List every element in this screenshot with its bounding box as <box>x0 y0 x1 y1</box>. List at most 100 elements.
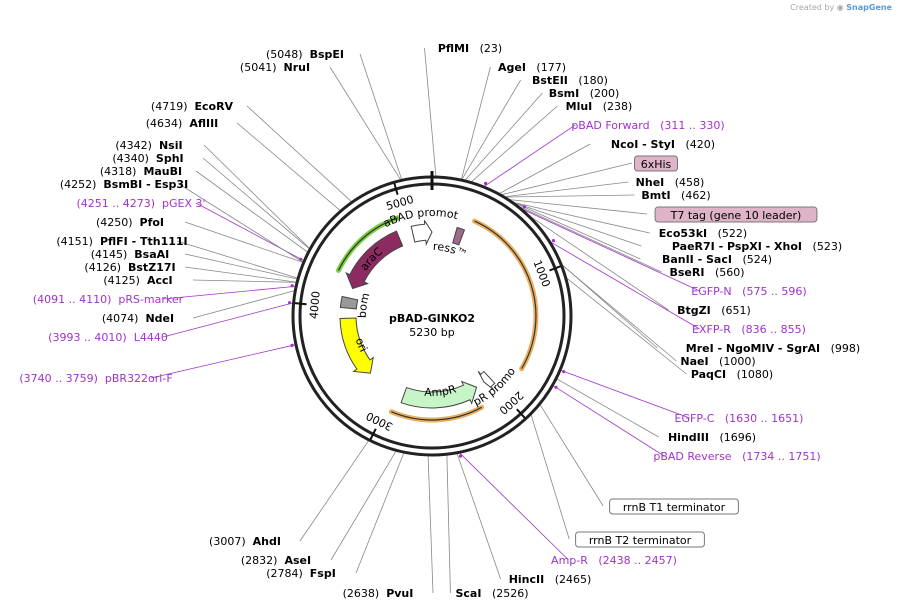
site-nsii: (4342) NsiI <box>115 139 182 152</box>
site-label-text: PflMI (23) <box>438 42 502 55</box>
enzyme-name: PflFI - Tth111I <box>100 235 188 248</box>
leader-paqci <box>566 277 687 375</box>
site-egfp-c: EGFP-C (1630 .. 1651) <box>675 412 804 425</box>
site-amp-r: Amp-R (2438 .. 2457) <box>551 554 677 567</box>
label-gap <box>709 431 720 444</box>
label-gap <box>731 323 742 336</box>
leader-sphi <box>202 157 310 250</box>
enzyme-position: (5048) <box>266 48 303 61</box>
snapgene-logo-icon: ◉ <box>836 3 844 12</box>
site-scai: ScaI (2526) <box>455 587 528 600</box>
label-gap <box>568 74 579 87</box>
leader-bsaai <box>184 253 298 280</box>
primer-name: pGEX 3' <box>162 197 206 210</box>
site-acci: (4125) AccI <box>103 274 172 287</box>
primer-range: (4091 .. 4110) <box>33 293 112 306</box>
leader-egfp-n <box>522 208 700 292</box>
site-bsmi: BsmI (200) <box>549 87 620 100</box>
label-gap <box>155 197 162 210</box>
leader-asei <box>330 451 397 561</box>
feature-bom <box>339 295 359 310</box>
site-leader-lines <box>150 47 700 594</box>
feature-box-label: T7 tag (gene 10 leader) <box>670 209 802 222</box>
site-label-text: (3007) AhdI <box>209 535 281 548</box>
enzyme-position: (4342) <box>115 139 152 152</box>
enzyme-position: (4318) <box>100 165 137 178</box>
orf-arc-core <box>391 406 482 421</box>
label-gap <box>650 119 661 132</box>
feature-label-ori: ori <box>353 336 370 354</box>
label-gap <box>709 355 720 368</box>
primer-range: (1630 .. 1651) <box>725 412 804 425</box>
primer-marker <box>551 239 556 243</box>
primer-name: pBR322ori-F <box>105 372 173 385</box>
site-label-text: (5048) BspEI <box>266 48 344 61</box>
label-gap <box>136 165 143 178</box>
label-gap <box>121 261 128 274</box>
label-gap <box>379 587 386 600</box>
site-label-text: BtgZI (651) <box>677 304 751 317</box>
leader-egfp-c <box>560 370 690 419</box>
enzyme-name: ScaI <box>455 587 481 600</box>
enzyme-position: (1000) <box>719 355 756 368</box>
site-pbad-forward: pBAD Forward (311 .. 330) <box>571 119 724 132</box>
leader-pbr322ori-f <box>150 344 296 379</box>
leader-amp-r <box>459 452 569 561</box>
tick-4000 <box>294 302 307 306</box>
site-bstz17i: (4126) BstZ17I <box>84 261 175 274</box>
leader-banii-saci <box>514 202 641 260</box>
enzyme-name: MauBI <box>143 165 182 178</box>
site-nhei: NheI (458) <box>636 176 705 189</box>
label-gap <box>277 61 284 74</box>
site-label-text: PaqCI (1080) <box>691 368 773 381</box>
site-bmti: BmtI (462) <box>641 189 710 202</box>
tick-label-1000: 1000 <box>530 258 552 289</box>
site-label-text: (4719) EcoRV <box>151 100 234 113</box>
site-label-text: HindIII (1696) <box>668 431 756 444</box>
site-egfp-n: EGFP-N (575 .. 596) <box>691 285 806 298</box>
plasmid-center: pBAD-GINKO2 5230 bp <box>389 312 475 339</box>
enzyme-name: MluI <box>566 100 593 113</box>
leader-agei <box>461 66 491 180</box>
label-gap <box>802 240 813 253</box>
site-hindiii: HindIII (1696) <box>668 431 756 444</box>
site-label-text: (4251 .. 4273) pGEX 3' <box>76 197 205 210</box>
leader-6xhis <box>501 162 633 196</box>
site-bsaai: (4145) BsaAI <box>91 248 170 261</box>
leader-pbad-forward <box>484 124 576 187</box>
site-rrnb-t1-terminator: rrnB T1 terminator <box>609 498 739 515</box>
plasmid-name: pBAD-GINKO2 <box>389 312 475 325</box>
site-mlui: MluI (238) <box>566 100 633 113</box>
feature-box <box>654 206 818 223</box>
primer-range: (836 .. 855) <box>741 323 806 336</box>
site-afliii: (4634) AflIII <box>146 117 219 130</box>
label-gap <box>246 535 253 548</box>
feature-label-bom: bom <box>356 291 373 318</box>
primer-marker <box>554 385 558 389</box>
leader-nsii <box>203 144 310 249</box>
feature-box <box>609 498 739 515</box>
site-label-text: (4340) SphI <box>112 152 183 165</box>
enzyme-name: EcoRV <box>195 100 234 113</box>
site-ncoi-styi: NcoI - StyI (420) <box>611 138 715 151</box>
site-bseri: BseRI (560) <box>669 266 744 279</box>
site-btgzi: BtgZI (651) <box>677 304 751 317</box>
site-label-text: pBAD Reverse (1734 .. 1751) <box>653 450 820 463</box>
leader-ahdi <box>299 440 369 542</box>
primer-name: pRS-marker <box>118 293 183 306</box>
enzyme-position: (4634) <box>146 117 183 130</box>
site-pbad-reverse: pBAD Reverse (1734 .. 1751) <box>653 450 820 463</box>
enzyme-position: (524) <box>742 253 772 266</box>
enzyme-position: (1696) <box>719 431 756 444</box>
label-gap <box>726 368 737 381</box>
primer-marker <box>290 284 294 288</box>
orf-arc-core <box>474 220 537 370</box>
site-ndei: (4074) NdeI <box>102 312 174 325</box>
enzyme-name: NcoI - StyI <box>611 138 675 151</box>
label-gap <box>303 567 310 580</box>
site-bsteii: BstEII (180) <box>532 74 608 87</box>
primer-marker <box>290 343 294 347</box>
enzyme-position: (2465) <box>555 573 592 586</box>
label-gap <box>526 61 537 74</box>
enzyme-position: (5041) <box>240 61 277 74</box>
